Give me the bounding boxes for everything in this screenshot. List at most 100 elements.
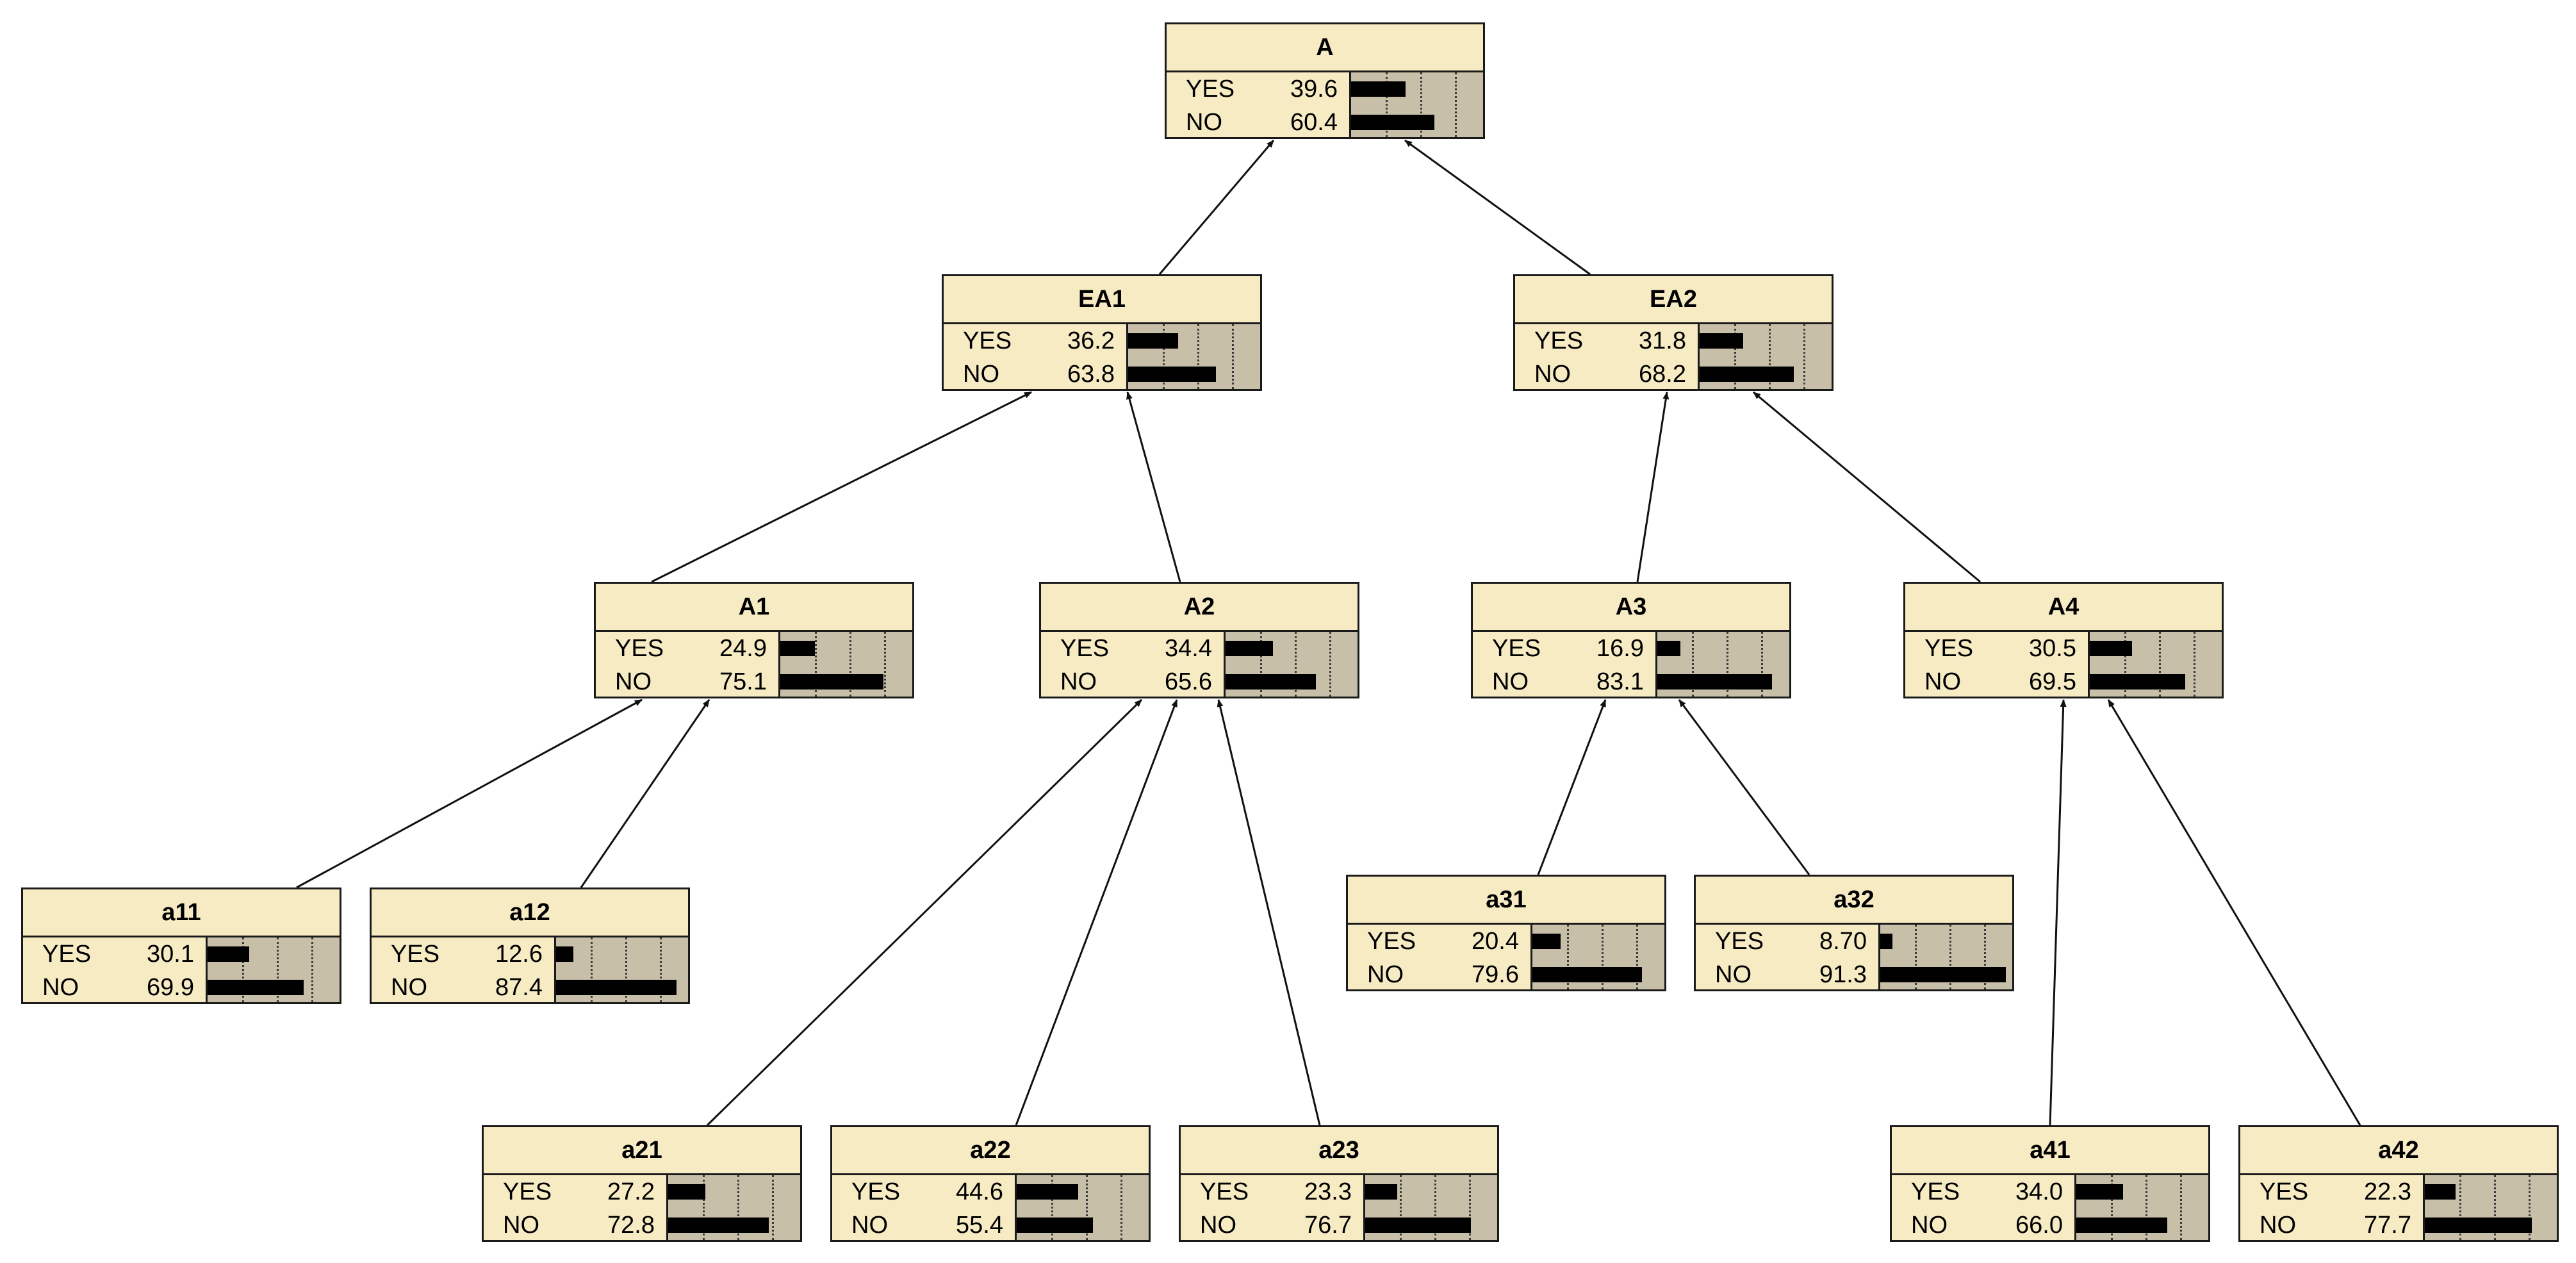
state-value: 66.0 [2015, 1212, 2063, 1239]
state-value: 8.70 [1819, 928, 1867, 955]
state-value: 87.4 [495, 974, 543, 1001]
probability-bar-no [1128, 367, 1216, 382]
node-title: A3 [1473, 584, 1789, 632]
edge-a12-to-A1 [580, 699, 710, 888]
state-label: YES [391, 941, 440, 968]
state-value: 44.6 [956, 1178, 1003, 1205]
grid-line [1692, 632, 1694, 697]
probability-bar-no [556, 980, 677, 995]
state-label: NO [1534, 361, 1571, 388]
grid-line [815, 632, 817, 697]
state-bars [1698, 324, 1832, 389]
probability-bar-yes [2076, 1184, 2123, 1200]
probability-bar-yes [1017, 1184, 1078, 1200]
probability-bar-no [780, 674, 883, 689]
state-value: 55.4 [956, 1212, 1003, 1239]
state-label: YES [1924, 635, 1974, 662]
grid-line [1803, 324, 1805, 389]
grid-line [1163, 324, 1165, 389]
grid-line [884, 632, 886, 697]
state-label: NO [1200, 1212, 1236, 1239]
state-label: YES [963, 327, 1012, 354]
state-label: NO [1492, 668, 1529, 695]
probability-bar-yes [780, 641, 815, 656]
grid-line [1727, 632, 1728, 697]
state-label: NO [503, 1212, 539, 1239]
probability-bar-no [1532, 967, 1642, 982]
grid-line [2194, 632, 2195, 697]
probability-bar-no [2425, 1218, 2532, 1233]
grid-line [703, 1175, 705, 1240]
state-value: 16.9 [1596, 635, 1644, 662]
node-title: a22 [832, 1127, 1149, 1175]
probability-bar-yes [1532, 934, 1561, 949]
state-label: YES [1200, 1178, 1249, 1205]
grid-line [772, 1175, 774, 1240]
state-bars [2088, 632, 2222, 697]
node-title: a11 [23, 889, 340, 937]
grid-line [1086, 1175, 1088, 1240]
grid-line [242, 937, 244, 1002]
state-value: 83.1 [1596, 668, 1644, 695]
edge-a11-to-A1 [296, 698, 643, 889]
state-label: YES [1715, 928, 1764, 955]
state-label: YES [1367, 928, 1416, 955]
state-bars [1224, 632, 1358, 697]
grid-line [660, 937, 662, 1002]
grid-line [1329, 632, 1331, 697]
state-label: NO [42, 974, 79, 1001]
node-title: a31 [1348, 877, 1664, 925]
probability-bar-yes [1700, 333, 1743, 349]
state-label: YES [2260, 1178, 2309, 1205]
state-label: YES [1186, 76, 1235, 103]
grid-line [737, 1175, 739, 1240]
state-label: NO [1060, 668, 1097, 695]
state-bars [1655, 632, 1789, 697]
state-label: NO [391, 974, 427, 1001]
edge-a23-to-A2 [1217, 699, 1321, 1126]
grid-line [2111, 1175, 2113, 1240]
probability-bar-yes [556, 946, 573, 962]
probability-bar-no [1880, 967, 2006, 982]
state-bars [666, 1175, 800, 1240]
grid-line [1420, 72, 1422, 137]
